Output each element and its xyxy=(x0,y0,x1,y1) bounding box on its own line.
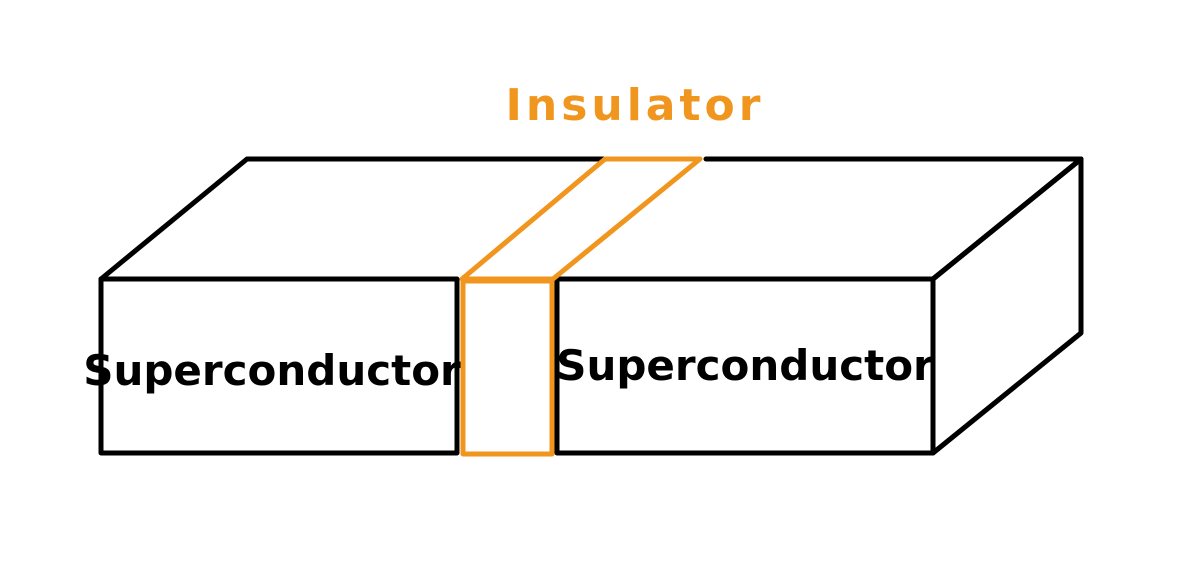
right-block-front-face xyxy=(554,276,936,456)
right-block-label: Superconductor xyxy=(556,341,934,390)
right-superconductor-block: Superconductor xyxy=(554,156,1084,456)
left-block-top-face xyxy=(98,156,606,282)
left-block-label: Superconductor xyxy=(83,346,461,395)
insulator-label: Insulator xyxy=(506,80,765,131)
right-block-side-face xyxy=(930,156,1084,456)
insulator-front-face xyxy=(460,278,555,457)
right-block-top-face xyxy=(554,156,1084,282)
left-superconductor-block: Superconductor xyxy=(83,156,606,456)
insulator-layer xyxy=(459,156,703,457)
insulator-top-face xyxy=(459,156,703,282)
left-block-front-face xyxy=(98,276,460,456)
